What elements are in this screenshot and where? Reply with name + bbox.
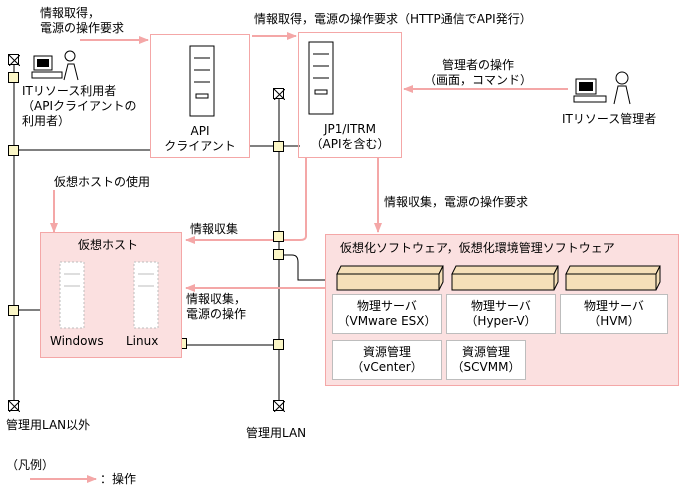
label-info-ops-request-http: 情報取得，電源の操作要求（HTTP通信でAPI発行） bbox=[254, 12, 532, 26]
label-admin-operation: 管理者の操作 （画面，コマンド） bbox=[423, 58, 532, 87]
lan-connector bbox=[8, 72, 19, 83]
lan-end-icon bbox=[8, 400, 20, 412]
label-mgmt-lan-other: 管理用LAN以外 bbox=[6, 418, 91, 432]
windows-label: Windows bbox=[50, 334, 104, 348]
label-info-ops-request-top: 情報取得， 電源の操作要求 bbox=[40, 6, 125, 35]
linux-label: Linux bbox=[126, 334, 159, 348]
label-info-collect-ops-request: 情報収集，電源の操作要求 bbox=[384, 195, 529, 209]
software-box: 物理サーバ （VMware ESX） bbox=[332, 294, 442, 334]
lan-end-icon bbox=[273, 88, 285, 100]
lan-connector bbox=[8, 305, 19, 316]
software-box: 資源管理 （vCenter） bbox=[332, 340, 442, 380]
lan-connector bbox=[273, 339, 284, 350]
label-info-collect-power-ops: 情報収集， 電源の操作 bbox=[186, 292, 247, 321]
label-it-resource-user: ITリソース利用者 （APIクライアントの 利用者） bbox=[22, 84, 137, 128]
label-virtual-host-usage: 仮想ホストの使用 bbox=[54, 175, 151, 189]
api-client-label: API クライアント bbox=[164, 124, 236, 153]
lan-connector bbox=[8, 145, 19, 156]
it-resource-admin-icon bbox=[573, 71, 631, 105]
lan-end-icon bbox=[273, 400, 285, 412]
label-it-resource-admin: ITリソース管理者 bbox=[562, 112, 657, 126]
legend-title: （凡例） bbox=[6, 458, 55, 472]
label-info-collect: 情報収集 bbox=[190, 222, 239, 236]
lan-end-icon bbox=[8, 54, 20, 66]
virt-software-title: 仮想化ソフトウェア，仮想化環境管理ソフトウェア bbox=[340, 241, 615, 255]
legend-operation: ：操作 bbox=[100, 472, 137, 486]
it-resource-user-icon bbox=[31, 50, 79, 81]
software-box: 物理サーバ （HVM） bbox=[560, 294, 668, 334]
software-box: 物理サーバ （Hyper-V） bbox=[446, 294, 556, 334]
software-box: 資源管理 （SCVMM） bbox=[446, 340, 526, 380]
jp1-itrm-label: JP1/ITRM （APIを含む） bbox=[310, 122, 390, 151]
lan-connector bbox=[273, 141, 284, 152]
virtual-host-title: 仮想ホスト bbox=[78, 238, 139, 252]
lan-connector bbox=[273, 231, 284, 242]
lan-connector bbox=[273, 249, 284, 260]
jp1-itrm-box bbox=[298, 32, 402, 158]
label-mgmt-lan: 管理用LAN bbox=[246, 426, 307, 440]
